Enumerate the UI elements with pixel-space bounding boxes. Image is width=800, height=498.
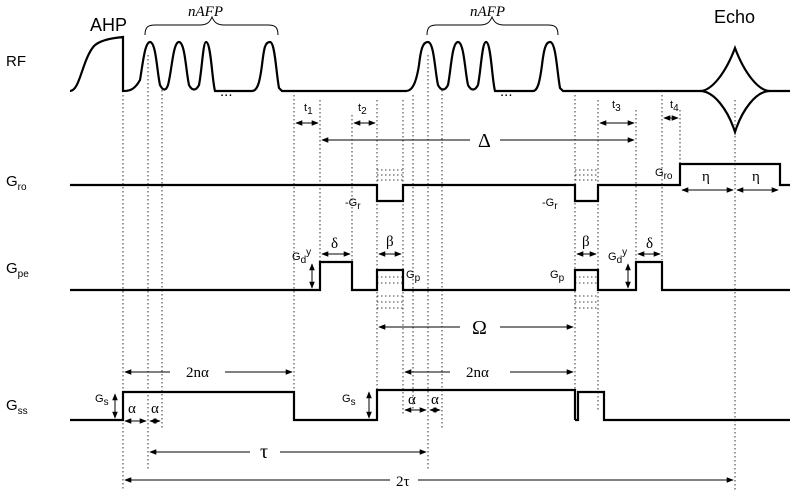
gro-row-label: Gro — [6, 173, 27, 193]
nafp-label-1: nAFP — [188, 4, 223, 20]
gd-label-1: Gdy — [292, 247, 311, 266]
neg-gr-label-1: -Gr — [345, 197, 361, 212]
alpha-label-1: α — [128, 401, 136, 417]
alpha-label-2: α — [151, 401, 159, 417]
gpe-row-label: Gpe — [6, 260, 29, 280]
t4-label: t4 — [670, 99, 679, 114]
timing-arrows-rf — [295, 115, 679, 143]
gs-label-1: Gs — [95, 393, 109, 408]
omega-label: Ω — [472, 317, 487, 339]
t1-label: t1 — [304, 102, 313, 117]
two-n-alpha-label-1: 2nα — [186, 365, 209, 381]
two-tau-label: 2τ — [396, 474, 410, 490]
gro-amplitude-label: Gro — [655, 167, 673, 182]
alpha-label-3: α — [408, 392, 416, 408]
rf-waveform — [69, 35, 790, 136]
ahp-label: AHP — [90, 15, 127, 35]
eta-label-1: η — [702, 169, 710, 185]
neg-gr-label-2: -Gr — [542, 197, 558, 212]
echo-label: Echo — [714, 7, 755, 27]
rf-ellipsis-1: ... — [220, 83, 233, 100]
two-n-alpha-label-2: 2nα — [466, 365, 489, 381]
t2-label: t2 — [358, 102, 367, 117]
gs-label-2: Gs — [342, 393, 356, 408]
gpe-waveform — [70, 251, 790, 330]
delta-big-label: Δ — [478, 130, 491, 152]
eta-label-2: η — [752, 169, 760, 185]
tau-label: τ — [260, 441, 268, 463]
alpha-label-4: α — [431, 392, 439, 408]
beta-label-1: β — [386, 234, 394, 250]
nafp-brace-2 — [426, 15, 559, 36]
gp-label-2: Gp — [550, 269, 565, 284]
gd-label-2: Gdy — [608, 247, 627, 266]
gss-waveform — [70, 369, 790, 483]
gp-label-1: Gp — [406, 269, 421, 284]
delta-small-label-1: δ — [331, 236, 338, 252]
gss-row-label: Gss — [6, 397, 28, 417]
rf-ellipsis-2: ... — [500, 83, 513, 100]
nafp-brace-1 — [144, 15, 279, 36]
beta-label-2: β — [582, 234, 590, 250]
nafp-label-2: nAFP — [470, 4, 505, 20]
t3-label: t3 — [612, 99, 621, 114]
gro-waveform — [70, 162, 790, 203]
timing-guide-lines — [122, 55, 736, 490]
rf-row-label: RF — [6, 53, 26, 70]
delta-small-label-2: δ — [646, 236, 653, 252]
